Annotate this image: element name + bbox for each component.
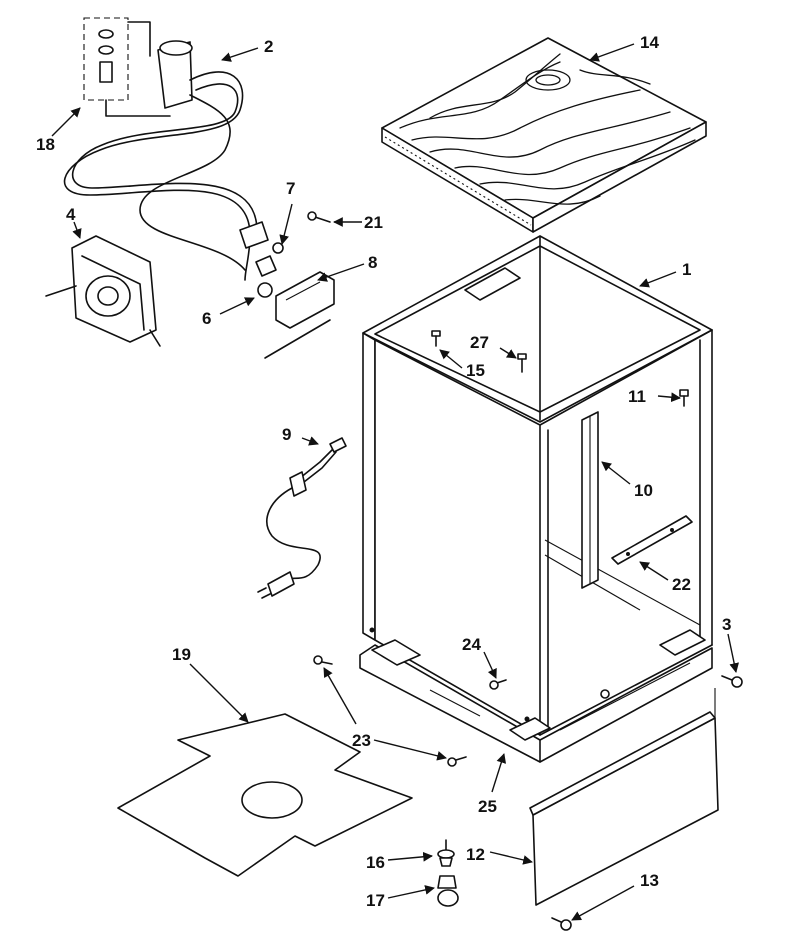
- screw-13: [551, 917, 572, 931]
- callout-24: 24: [462, 635, 481, 654]
- cabinet-part: [359, 235, 713, 763]
- screw-11: [679, 389, 689, 407]
- screw-21: [307, 211, 331, 223]
- bracket-part: [611, 515, 693, 565]
- callout-11: 11: [628, 387, 646, 406]
- power-cord-part: [257, 437, 347, 599]
- callout-6: 6: [202, 309, 211, 328]
- callout-15: 15: [466, 361, 485, 380]
- leader-lines: [51, 43, 739, 921]
- brace-part: [581, 411, 599, 589]
- callout-13: 13: [640, 871, 659, 890]
- wood-top-part: [381, 37, 707, 233]
- callout-12: 12: [466, 845, 485, 864]
- hose-fitting-part: [239, 221, 284, 298]
- screw-23b: [447, 756, 467, 767]
- callout-19: 19: [172, 645, 191, 664]
- callout-1: 1: [682, 260, 691, 279]
- screw-15: [431, 330, 441, 347]
- callout-27: 27: [470, 333, 489, 352]
- caster-part: [437, 875, 459, 907]
- screw-23a: [313, 655, 333, 665]
- toe-panel-part: [529, 688, 719, 906]
- callout-17: 17: [366, 891, 385, 910]
- screw-3: [721, 675, 743, 688]
- callout-18: 18: [36, 135, 55, 154]
- callout-10: 10: [634, 481, 653, 500]
- callout-14: 14: [640, 33, 659, 52]
- leveler-part: [437, 839, 455, 867]
- callout-labels: 2 18 14 1 4 7 21 8 6 9 15 27 11 10 22 3 …: [36, 33, 731, 910]
- callout-4: 4: [66, 205, 76, 224]
- screw-27: [517, 353, 527, 373]
- callout-16: 16: [366, 853, 385, 872]
- screw-24: [489, 679, 507, 690]
- callout-23: 23: [352, 731, 371, 750]
- insulation-pad-part: [117, 713, 413, 877]
- motor-housing-part: [45, 235, 161, 347]
- callout-25: 25: [478, 797, 497, 816]
- callout-7: 7: [286, 179, 295, 198]
- callout-9: 9: [282, 425, 291, 444]
- callout-22: 22: [672, 575, 691, 594]
- water-valve-part: [63, 17, 258, 281]
- switch-housing-part: [264, 271, 335, 359]
- callout-2: 2: [264, 37, 273, 56]
- callout-8: 8: [368, 253, 377, 272]
- callout-3: 3: [722, 615, 731, 634]
- callout-21: 21: [364, 213, 383, 232]
